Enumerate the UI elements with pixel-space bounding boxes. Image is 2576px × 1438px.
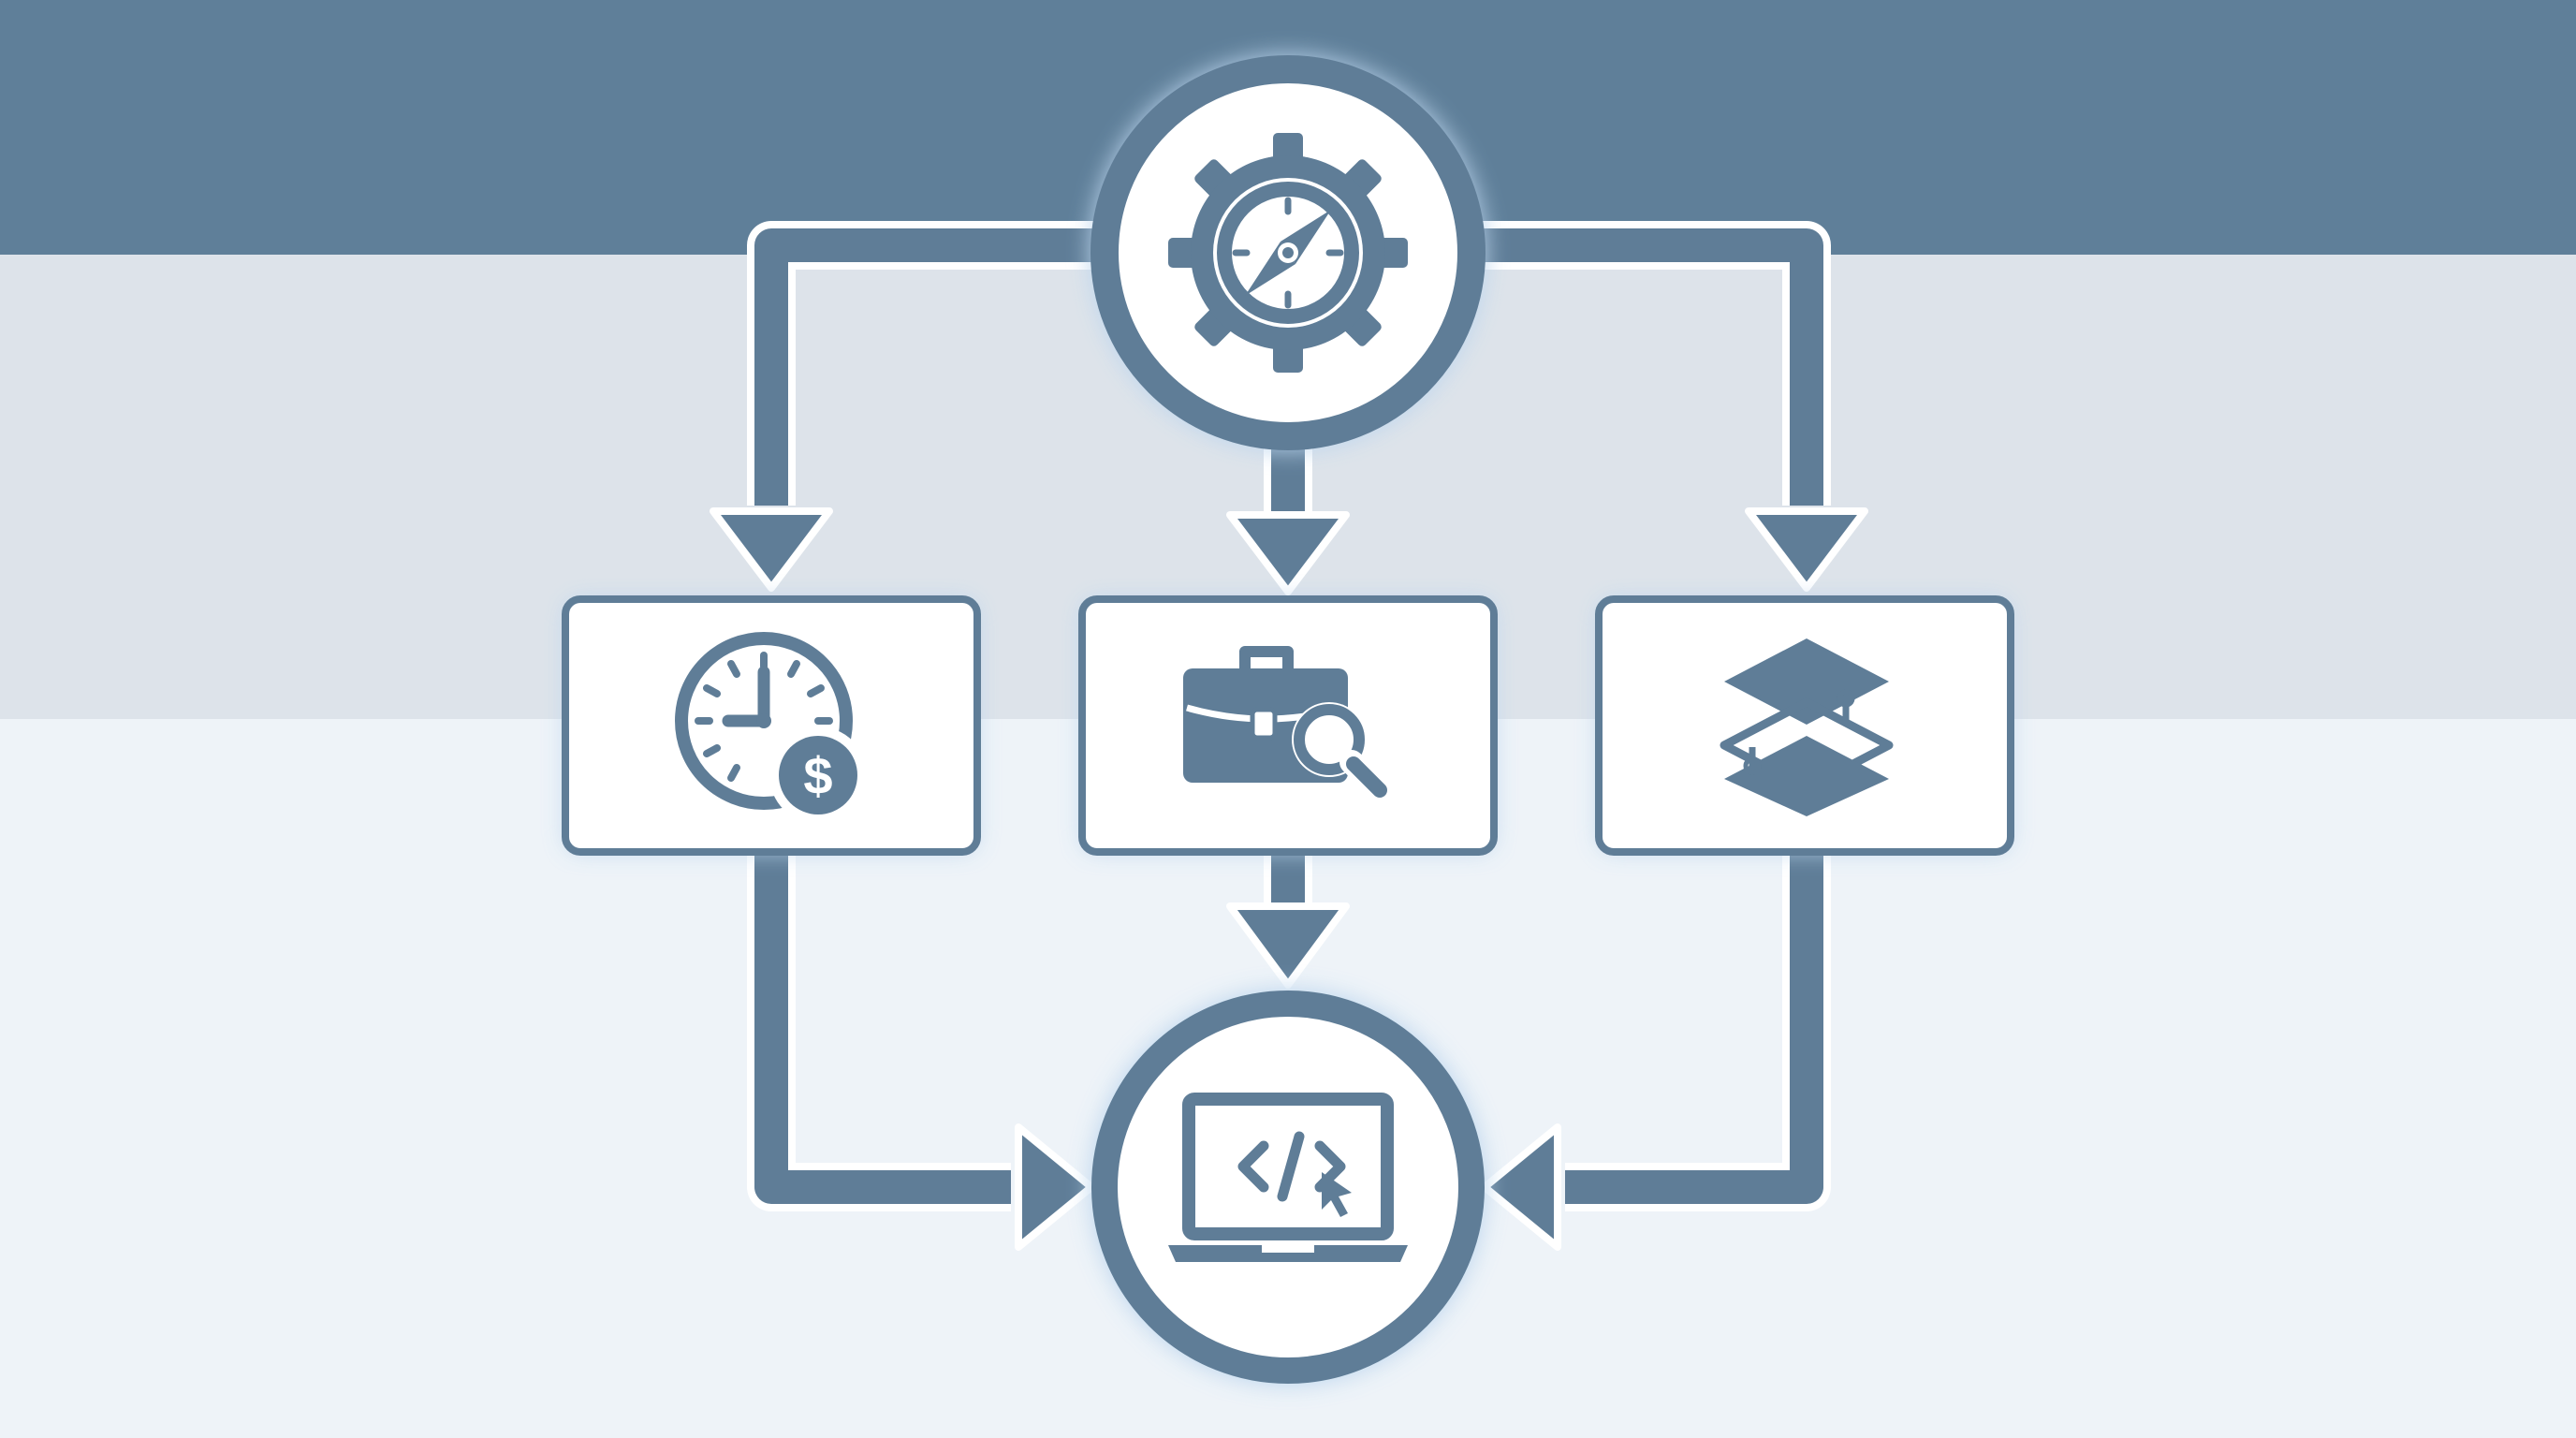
edge-cost-to-development [754,850,1011,1204]
laptop-code-icon [1168,1093,1408,1262]
briefcase-magnifier-icon [1183,646,1394,804]
arrowhead-to-cost [710,507,833,592]
clock-dollar-icon: $ [675,632,867,824]
arrowhead-to-layers [1745,507,1868,592]
svg-text:$: $ [803,746,832,805]
node-cost: $ [562,595,981,856]
node-development [1090,989,1486,1386]
arrowhead-layers-to-development [1481,1123,1561,1251]
edge-layers-to-development [1565,850,1823,1204]
node-strategy [1090,54,1486,451]
node-layers [1595,595,2014,856]
arrowhead-cost-to-development [1015,1123,1095,1251]
arrowhead-to-research [1226,511,1350,595]
gear-compass-icon [1168,133,1408,373]
connector-lines [747,221,1831,1211]
node-research [1078,595,1498,856]
edge-strategy-to-layers [1466,228,1823,506]
stacked-layers-icon [1720,638,1894,816]
edge-strategy-to-cost [754,228,1110,506]
arrow-heads [710,507,1868,1251]
arrowhead-research-to-development [1226,902,1350,989]
